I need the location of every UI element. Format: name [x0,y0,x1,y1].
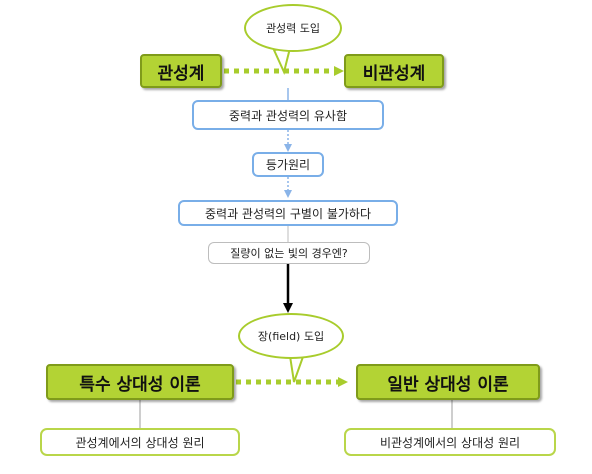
node-inertial-frame[interactable]: 관성계 [140,54,222,88]
node-massless-light-question[interactable]: 질량이 없는 빛의 경우엔? [208,242,370,264]
node-relativity-in-inertial[interactable]: 관성계에서의 상대성 원리 [40,428,240,456]
node-equivalence-principle[interactable]: 등가원리 [252,152,324,177]
node-gravity-inertia-similarity[interactable]: 중력과 관성력의 유사함 [192,100,384,130]
node-indistinguishable[interactable]: 중력과 관성력의 구별이 불가하다 [178,200,398,226]
node-special-relativity[interactable]: 특수 상대성 이론 [46,364,234,400]
node-noninertial-frame[interactable]: 비관성계 [344,54,444,88]
callout-inertial-force-intro: 관성력 도입 [244,4,342,52]
node-relativity-in-noninertial[interactable]: 비관성계에서의 상대성 원리 [344,428,556,456]
callout-field-intro: 장(field) 도입 [238,313,344,359]
node-general-relativity[interactable]: 일반 상대성 이론 [356,364,540,400]
